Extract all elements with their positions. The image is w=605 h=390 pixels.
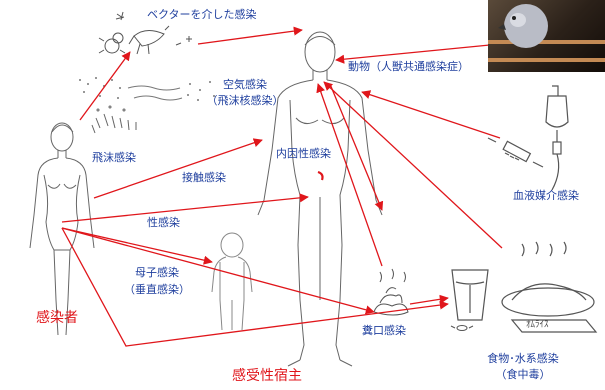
arrow-animal: [335, 43, 501, 64]
arrow-mother-child: [61, 227, 213, 265]
label-endogenous: 内因性感染: [276, 147, 331, 160]
arrow-blood: [361, 90, 501, 139]
wind-lines: [127, 85, 183, 101]
food-dish-icon: [501, 241, 598, 333]
arrow-to-feces: [61, 227, 375, 315]
susceptible-host-figure: [257, 31, 383, 367]
arrow-to-vector: [79, 51, 131, 121]
arrow-food: [323, 81, 503, 249]
label-vertical: （垂直感染）: [124, 283, 190, 296]
parrot-image: [488, 4, 605, 62]
arrow-feces-to-water: [409, 294, 449, 305]
animal-photo: [488, 0, 605, 72]
water-glass-icon: [451, 269, 489, 321]
infected-person-figure: [29, 122, 95, 336]
feces-icon: [373, 268, 409, 316]
arrow-contact: [93, 138, 263, 199]
arrow-vector: [197, 26, 303, 45]
transmission-arrows: [61, 26, 503, 347]
microbe-icon: [450, 325, 474, 331]
label-droplet: 飛沫感染: [92, 151, 136, 164]
arrow-host-to-fomite: [329, 83, 384, 211]
arrow-sexual: [61, 193, 309, 223]
airborne-particles: [79, 77, 215, 101]
label-zoonosis: 動物（人獣共通感染症）: [348, 60, 469, 73]
arrow-fecal: [316, 83, 383, 267]
droplet-spray: [91, 105, 137, 134]
label-infected-person: 感染者: [36, 310, 78, 326]
label-vector-borne: ベクターを介した感染: [147, 8, 257, 21]
label-susceptible-host: 感受性宿主: [232, 368, 302, 384]
label-blood-borne: 血液媒介感染: [513, 189, 579, 202]
child-figure: [211, 232, 253, 331]
label-fecal-oral: 糞口感染: [362, 324, 406, 337]
label-contact: 接触感染: [182, 171, 226, 184]
label-mother-child: 母子感染: [135, 266, 179, 279]
label-food-water: 食物･水系感染: [487, 352, 559, 365]
label-sexual: 性感染: [147, 216, 180, 229]
label-airborne-sub: （飛沫核感染）: [206, 94, 284, 107]
label-airborne: 空気感染: [223, 78, 267, 91]
vector-insects: [98, 11, 192, 55]
syringe-icon: [487, 137, 544, 168]
iv-bag-icon: [545, 85, 569, 191]
label-plate-note: ｵﾑﾗｲｽ: [526, 320, 549, 330]
label-food-poisoning: （食中毒）: [495, 368, 551, 381]
arrow-to-food: [61, 227, 449, 347]
